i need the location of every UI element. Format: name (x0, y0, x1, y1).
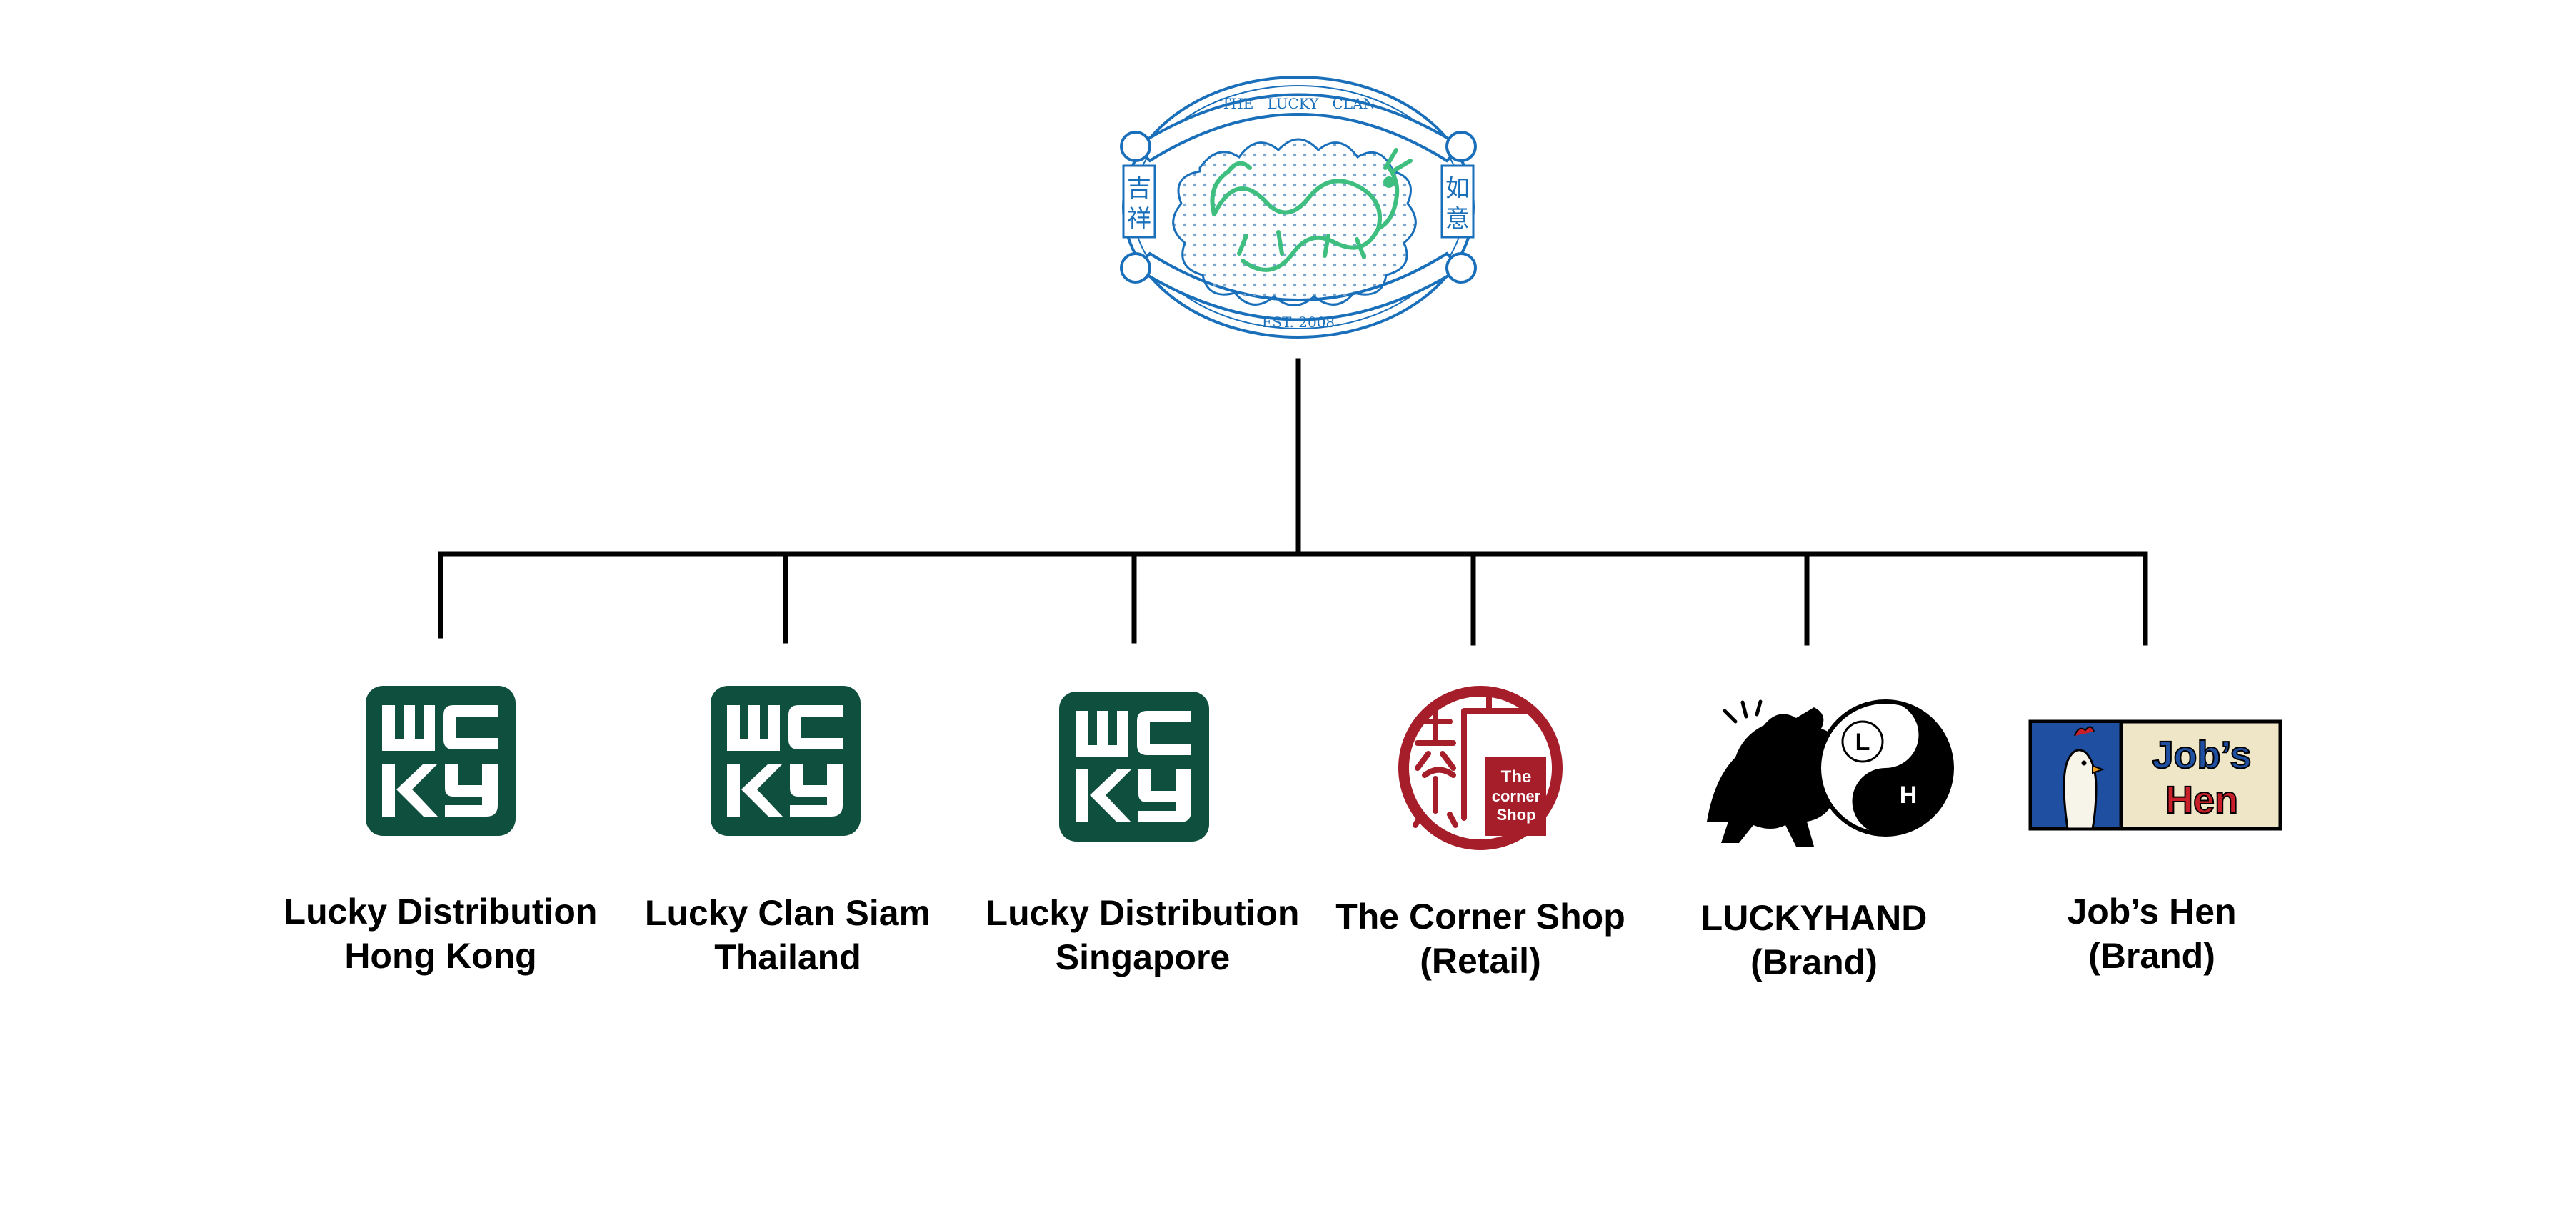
dragon-icon (1210, 148, 1413, 272)
child-label-line1: Lucky Distribution (284, 892, 598, 932)
seal-left-char-2: 祥 (1127, 205, 1151, 234)
child-label-line2: Singapore (1055, 937, 1231, 977)
child-label-line2: Hong Kong (344, 936, 537, 976)
child-label-line1: Lucky Distribution (986, 893, 1300, 933)
child-label-lucky-singapore: Lucky Distribution Singapore (957, 891, 1328, 979)
seal-est-text: EST. 2008 (1262, 314, 1335, 331)
child-label-line2: (Brand) (1750, 942, 1878, 982)
child-label-line2: (Brand) (2088, 936, 2215, 976)
child-label-line1: LUCKYHAND (1700, 898, 1928, 938)
child-label-lucky-thailand: Lucky Clan Siam Thailand (602, 891, 973, 979)
lucky-clan-seal-logo: 吉 祥 如 意 THE LUCKY CLAN EST. 2008 (1120, 76, 1477, 339)
luckyhand-logo: L H (1707, 699, 1954, 847)
jobs-hen-logo-job: Job’s (2152, 734, 2251, 777)
svg-text:H: H (1900, 782, 1918, 809)
right-panel (1440, 164, 1475, 239)
lucky-thailand-logo (711, 686, 861, 836)
child-label-jobs-hen: Job’s Hen (Brand) (1966, 889, 2337, 978)
seal-left-char-1: 吉 (1127, 174, 1151, 203)
lucky-hong-kong-logo (366, 686, 516, 836)
svg-text:corner: corner (1492, 787, 1541, 805)
seal-right-char-2: 意 (1445, 205, 1470, 234)
corner-shop-logo: The corner Shop (1398, 686, 1563, 850)
svg-text:The: The (1501, 767, 1532, 787)
seal-arc-text: THE LUCKY CLAN (1221, 95, 1375, 112)
svg-text:Shop: Shop (1497, 806, 1536, 824)
lucky-singapore-logo (1059, 692, 1209, 842)
child-label-line2: (Retail) (1420, 941, 1541, 981)
child-label-line2: Thailand (714, 937, 861, 977)
child-label-line1: Lucky Clan Siam (644, 893, 931, 933)
seal-right-char-1: 如 (1445, 174, 1470, 203)
jobs-hen-logo-hen: Hen (2165, 779, 2238, 822)
jobs-hen-logo: Job’s Hen (2028, 719, 2282, 831)
child-label-line1: Job’s Hen (2067, 892, 2237, 932)
connector-lines (438, 358, 2148, 646)
child-label-luckyhand: LUCKYHAND (Brand) (1628, 896, 2000, 984)
svg-text:L: L (1855, 729, 1870, 756)
child-label-lucky-hong-kong: Lucky Distribution Hong Kong (255, 889, 626, 978)
child-label-corner-shop: The Corner Shop (Retail) (1295, 894, 1666, 983)
child-label-line1: The Corner Shop (1335, 897, 1625, 937)
left-panel (1122, 164, 1156, 239)
